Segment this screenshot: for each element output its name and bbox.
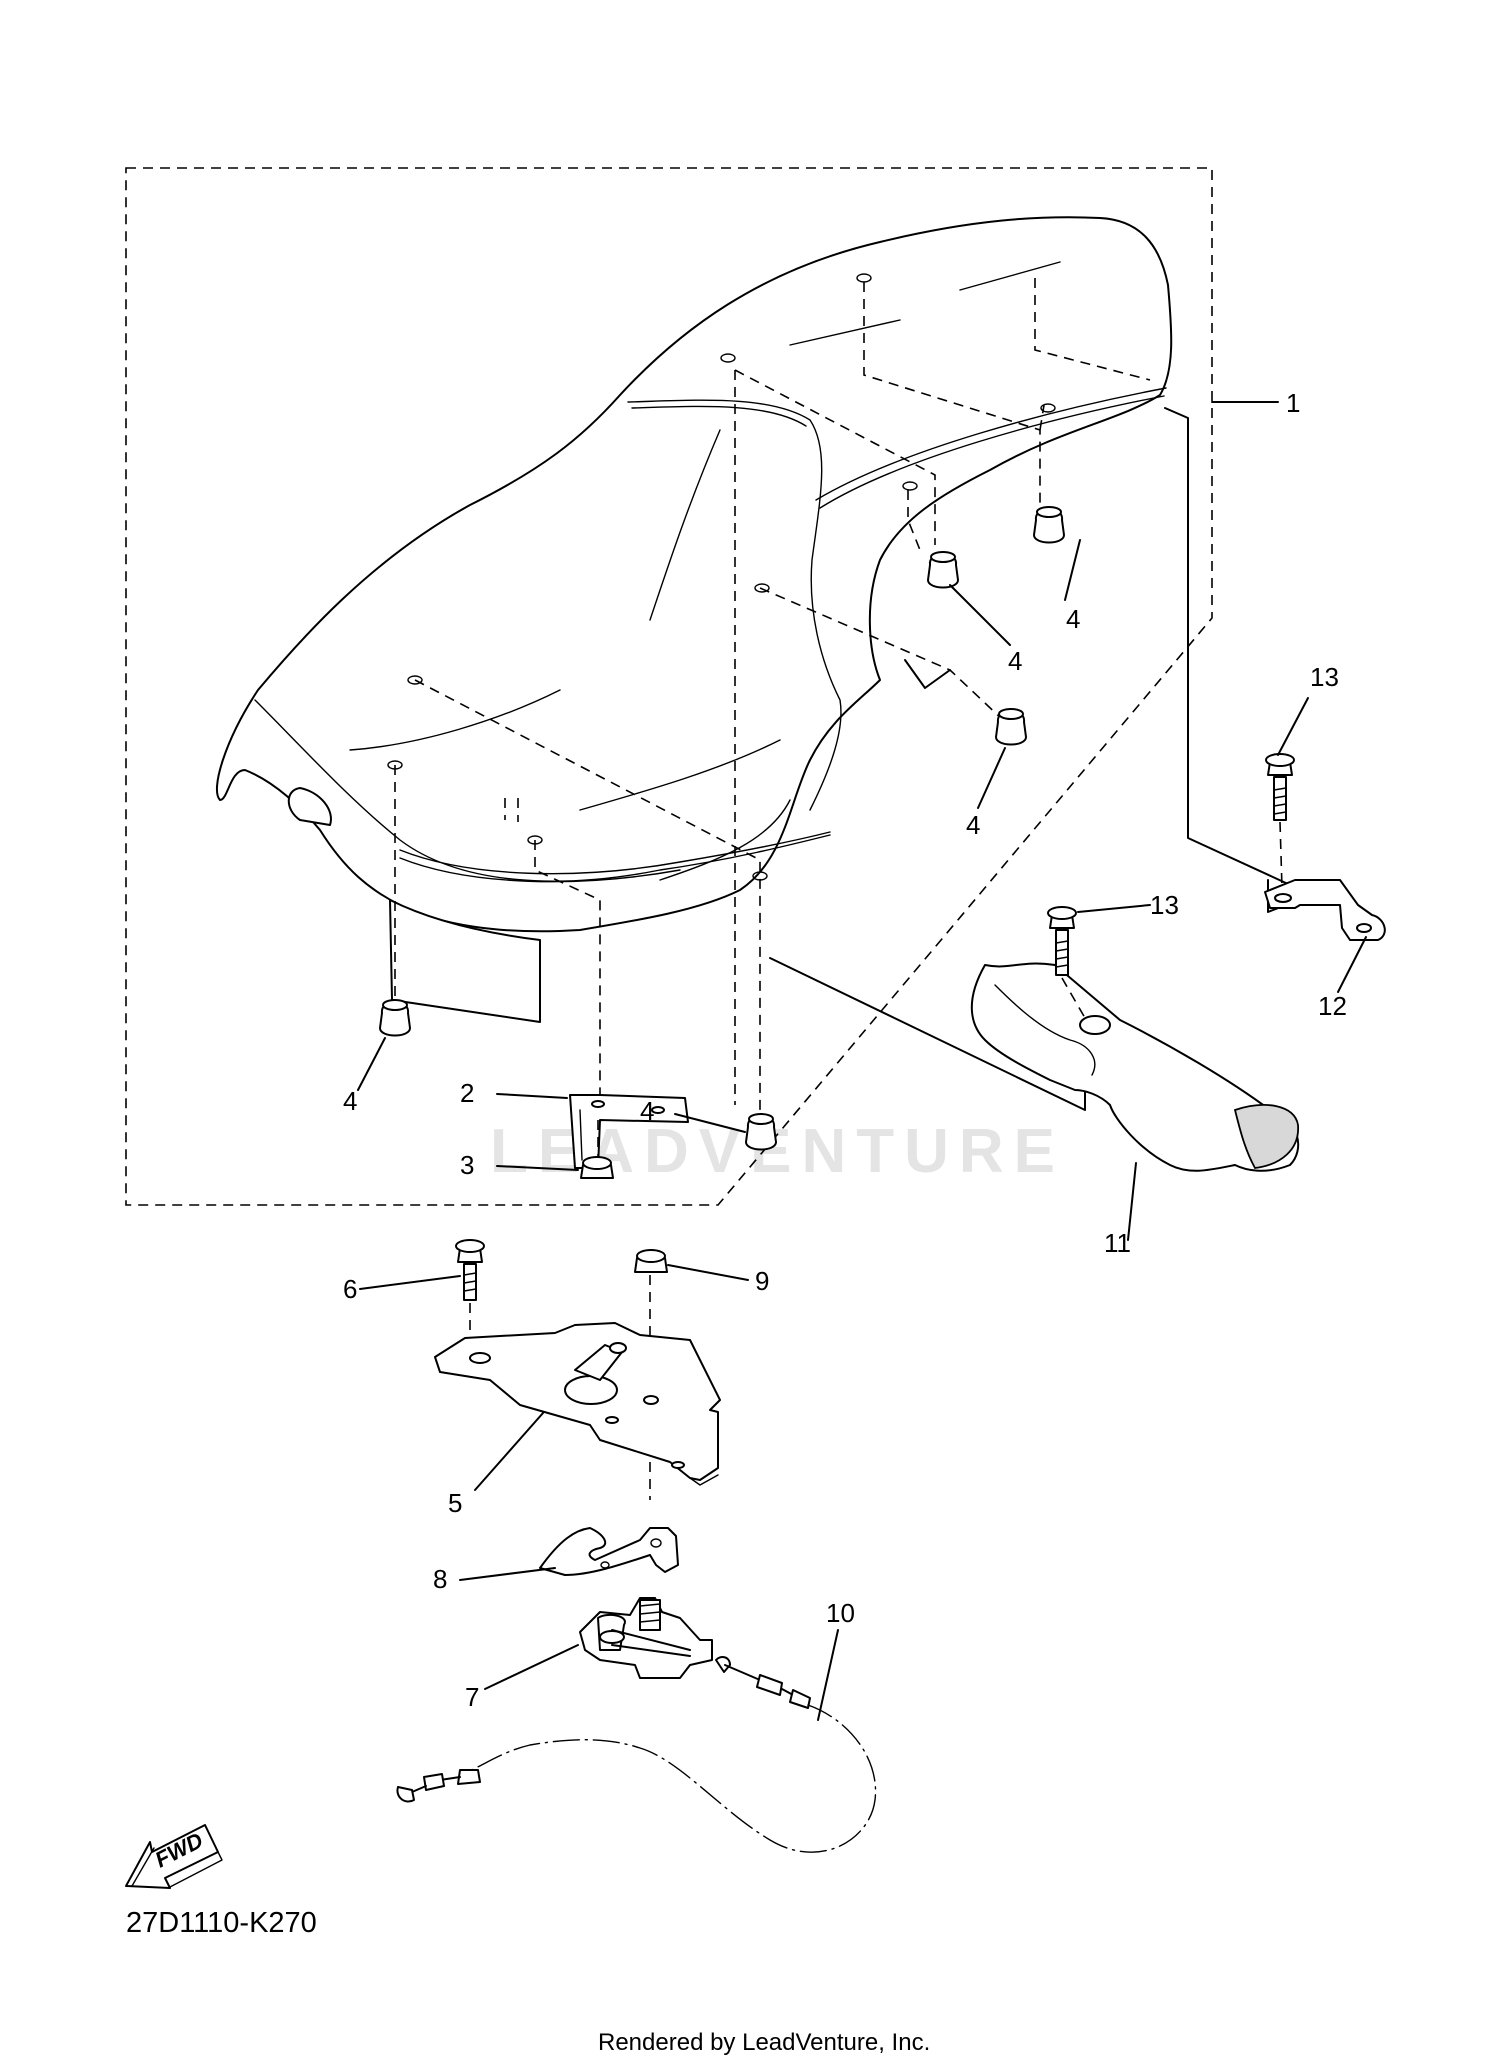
flange-nut — [634, 1249, 668, 1273]
flange-bolt — [1265, 753, 1295, 821]
diagram-code: 27D1110-K270 — [126, 1907, 317, 1939]
callout-13: 13 — [1310, 662, 1339, 692]
grommet — [927, 551, 959, 589]
callout-11: 11 — [1104, 1228, 1131, 1258]
callout-1: 1 — [1286, 388, 1300, 418]
bracket — [569, 1094, 689, 1169]
seat-guide-lines — [394, 278, 1151, 1120]
lock-hook — [539, 1527, 679, 1576]
callout-3: 3 — [460, 1150, 474, 1180]
seat-mounting-holes — [387, 273, 1056, 881]
grommet — [995, 708, 1027, 746]
seat-notch-path — [904, 659, 951, 689]
callout-12: 12 — [1318, 991, 1347, 1021]
grommet — [745, 1113, 777, 1151]
callout-2: 2 — [460, 1078, 474, 1108]
callout-10: 10 — [826, 1598, 855, 1628]
flange-bolt — [455, 1239, 485, 1301]
flange-nut — [580, 1156, 614, 1179]
grommet — [379, 999, 411, 1037]
seat-lock — [579, 1597, 713, 1679]
seat-to-stay-path — [1164, 407, 1313, 913]
callout-13: 13 — [1150, 890, 1179, 920]
callout-7: 7 — [465, 1682, 479, 1712]
render-credit: Rendered by LeadVenture, Inc. — [598, 2029, 930, 2056]
callout-9: 9 — [755, 1266, 769, 1296]
callout-4: 4 — [1008, 646, 1022, 676]
grommet — [1033, 506, 1065, 544]
flange-bolt — [1047, 906, 1077, 976]
callout-leaders — [357, 401, 1367, 1721]
callout-5: 5 — [448, 1488, 462, 1518]
callout-4: 4 — [640, 1096, 654, 1126]
seat-lock-cable — [396, 1656, 877, 1853]
callout-6: 6 — [343, 1274, 357, 1304]
seat-stay — [1264, 879, 1386, 941]
fwd-arrow-icon — [125, 1824, 223, 1889]
seat-plate — [970, 962, 1300, 1172]
callout-4: 4 — [343, 1086, 357, 1116]
seat-assembly-boundary — [125, 167, 1213, 1206]
callout-8: 8 — [433, 1564, 447, 1594]
fwd-label: FWD — [151, 1827, 207, 1872]
bolt-guide — [1061, 977, 1086, 1019]
seat — [216, 216, 1173, 1023]
lock-plate — [434, 1322, 721, 1486]
bolt-guide — [1279, 821, 1283, 889]
callout-4: 4 — [966, 810, 980, 840]
callout-4: 4 — [1066, 604, 1080, 634]
